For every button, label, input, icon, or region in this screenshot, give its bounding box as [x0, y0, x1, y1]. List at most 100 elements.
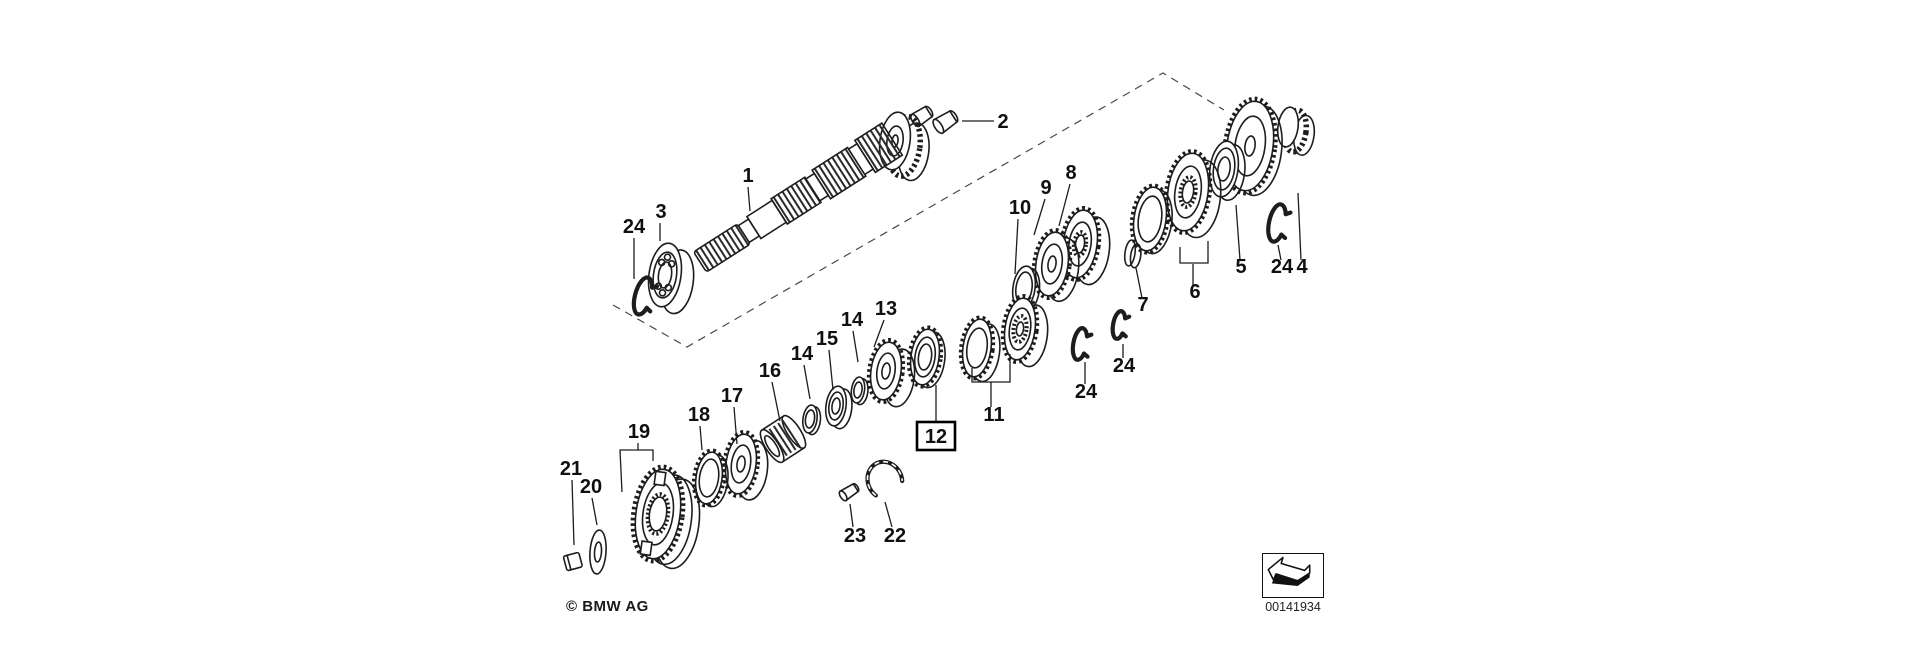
callout-16[interactable]: 16 — [759, 360, 781, 422]
callout-label: 24 — [623, 216, 646, 238]
part-24-circlip-right — [1266, 202, 1293, 244]
callout-22[interactable]: 22 — [884, 501, 906, 547]
callout-2[interactable]: 2 — [962, 111, 1009, 133]
part-16-needle-cage — [759, 414, 807, 464]
leader-line — [1179, 241, 1209, 264]
part-21-block — [562, 551, 583, 572]
part-4-hub — [1276, 106, 1316, 156]
callout-9[interactable]: 9 — [1033, 177, 1052, 236]
callout-label: 6 — [1189, 281, 1200, 303]
leader-line — [1135, 267, 1143, 299]
leader-line — [1277, 244, 1282, 261]
part-12-synchro-ring — [906, 325, 946, 389]
callout-12[interactable]: 12 — [915, 385, 957, 452]
leader-line — [803, 364, 811, 400]
image-number: 00141934 — [1265, 600, 1321, 614]
callout-7[interactable]: 7 — [1135, 267, 1149, 316]
callout-20[interactable]: 20 — [580, 476, 602, 526]
callout-label: 1 — [742, 165, 753, 187]
callout-15[interactable]: 15 — [816, 328, 838, 391]
callout-label: 19 — [628, 421, 650, 443]
callout-label: 18 — [688, 404, 710, 426]
leader-line — [1058, 183, 1071, 227]
callout-label: 14 — [841, 309, 864, 331]
part-13-gear — [866, 337, 916, 408]
leader-line — [884, 501, 893, 528]
callout-13[interactable]: 13 — [873, 298, 897, 348]
callout-19[interactable]: 19 — [619, 421, 654, 493]
callout-label: 20 — [580, 476, 602, 498]
leader-line — [849, 503, 854, 528]
callout-label: 21 — [560, 458, 582, 480]
part-24-circlip-mid-right — [1110, 309, 1132, 341]
callout-3[interactable]: 3 — [655, 201, 667, 241]
callout-24-4[interactable]: 24 — [1113, 344, 1136, 377]
leader-line — [1014, 218, 1019, 275]
callout-label: 2 — [997, 111, 1008, 133]
callout-label: 22 — [884, 525, 906, 547]
callout-21[interactable]: 21 — [560, 458, 582, 546]
leader-line — [591, 497, 598, 526]
leader-line — [571, 479, 575, 546]
callout-11[interactable]: 11 — [971, 354, 1011, 426]
part-24-circlip-left — [631, 275, 660, 317]
leader-line — [1033, 198, 1046, 236]
callout-17[interactable]: 17 — [721, 385, 743, 445]
callout-6[interactable]: 6 — [1179, 241, 1209, 303]
part-2-plug — [932, 110, 959, 135]
leader-line — [771, 381, 781, 422]
callout-8[interactable]: 8 — [1058, 162, 1077, 227]
part-3-ball-bearing — [647, 242, 695, 315]
return-arrow-icon — [1267, 556, 1311, 586]
callout-label: 16 — [759, 360, 781, 382]
callout-23[interactable]: 23 — [844, 503, 866, 547]
callout-label: 17 — [721, 385, 743, 407]
part-14-washer-a — [801, 404, 822, 436]
callout-label: 24 — [1075, 381, 1098, 403]
leader-line — [1235, 204, 1241, 261]
part-22-spring-clip — [865, 459, 905, 498]
leader-line — [619, 449, 654, 493]
callout-5[interactable]: 5 — [1235, 204, 1247, 278]
callout-label: 12 — [925, 426, 947, 448]
callout-24-2[interactable]: 24 — [1271, 244, 1294, 278]
part-15-bearing-ring — [824, 385, 853, 430]
callout-label: 8 — [1065, 162, 1076, 184]
part-6-synchro-ring — [1129, 183, 1173, 255]
callout-label: 11 — [983, 404, 1004, 426]
leader-line — [1297, 192, 1302, 261]
part-20-plate — [589, 529, 607, 575]
leader-line — [852, 330, 859, 363]
leader-line — [747, 186, 751, 212]
callout-24[interactable]: 24 — [623, 216, 646, 279]
callout-label: 15 — [816, 328, 838, 350]
callout-14-2[interactable]: 14 — [791, 343, 814, 400]
leader-line — [699, 425, 703, 451]
callout-18[interactable]: 18 — [688, 404, 710, 451]
callout-1[interactable]: 1 — [742, 165, 754, 212]
callout-10[interactable]: 10 — [1009, 197, 1031, 275]
callout-label: 5 — [1235, 256, 1246, 278]
callout-label: 4 — [1296, 256, 1308, 278]
part-24-circlip-mid-left — [1070, 326, 1094, 362]
overview-arrow-button[interactable] — [1262, 553, 1324, 598]
callout-box — [915, 420, 957, 452]
callout-label: 7 — [1137, 294, 1148, 316]
callout-label: 24 — [1271, 256, 1294, 278]
callout-4[interactable]: 4 — [1296, 192, 1308, 278]
callout-label: 13 — [875, 298, 897, 320]
leader-line — [733, 406, 738, 445]
part-23-screw — [838, 482, 860, 502]
part-14-washer-b — [850, 376, 869, 406]
callout-24-3[interactable]: 24 — [1075, 362, 1098, 403]
leader-line — [971, 354, 1011, 383]
leader-line — [873, 319, 885, 348]
callout-14[interactable]: 14 — [841, 309, 864, 363]
part-1-output-shaft — [693, 122, 904, 272]
part-7-thrust-piece — [1123, 239, 1142, 269]
callout-label: 3 — [655, 201, 666, 223]
callout-label: 9 — [1040, 177, 1051, 199]
